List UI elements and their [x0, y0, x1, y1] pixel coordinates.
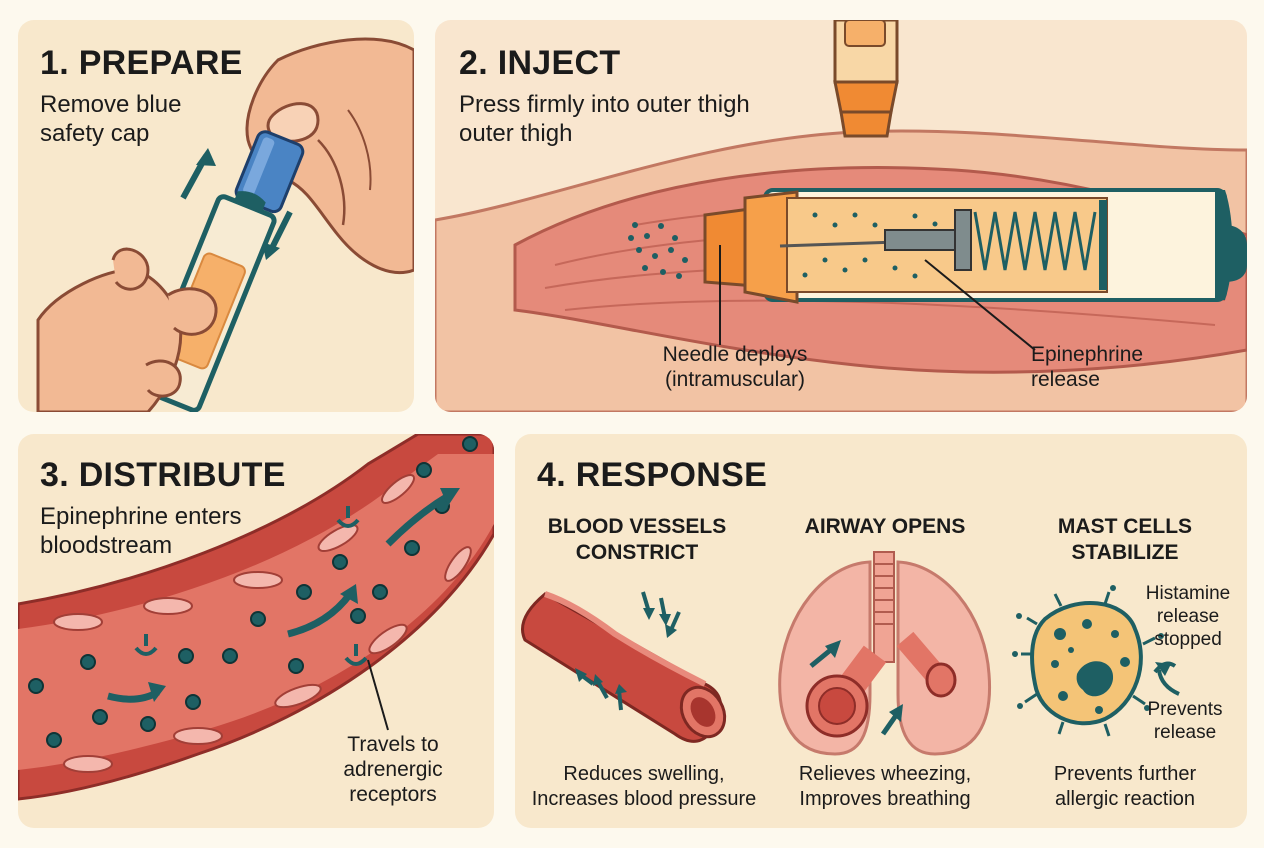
response-col2-title: AIRWAY OPENS	[804, 515, 966, 538]
epinephrine-droplets	[628, 222, 688, 279]
prepare-illustration	[36, 37, 414, 412]
inject-title: 2. INJECT	[459, 44, 621, 82]
receptor-icon	[134, 506, 368, 666]
mast-cell-icon	[1012, 585, 1164, 737]
panel-inject: 2. INJECT Press firmly into outer thigh …	[435, 20, 1247, 412]
distribute-subtitle: Epinephrine enters bloodstream	[40, 503, 242, 559]
constricting-vessel-icon	[521, 591, 727, 743]
panel-distribute: 3. DISTRIBUTE Epinephrine enters bloodst…	[18, 434, 494, 828]
response-title: 4. RESPONSE	[537, 456, 768, 494]
response-col3-caption: Prevents further allergic reaction	[1053, 763, 1197, 810]
adrenergic-receptors-label: Travels to adrenergic receptors	[343, 733, 443, 806]
arrow-down-icon	[267, 210, 293, 254]
inject-illustration	[435, 20, 1247, 412]
response-col2-caption: Relieves wheezing, Improves breathing	[798, 763, 972, 810]
inject-subtitle: Press firmly into outer thigh outer thig…	[459, 91, 750, 147]
prevents-release-label: Prevents release	[1147, 699, 1223, 743]
injector-cross-section	[703, 188, 1247, 304]
needle-deploys-label: Needle deploys (intramuscular)	[662, 343, 808, 391]
distribute-title: 3. DISTRIBUTE	[40, 456, 286, 494]
epinephrine-release-label: Epinephrine release	[1031, 343, 1144, 391]
response-col1-caption: Reduces swelling, Increases blood pressu…	[531, 763, 757, 810]
response-col1-title: BLOOD VESSELS CONSTRICT	[547, 515, 727, 564]
panel-prepare: 1. PREPARE Remove blue safety cap	[18, 20, 414, 412]
distribute-illustration	[18, 434, 494, 801]
response-illustration	[521, 551, 1180, 756]
lungs-airway-icon	[778, 551, 992, 756]
histamine-stopped-label: Histamine release stopped	[1145, 583, 1231, 650]
epinephrine-molecules	[28, 436, 478, 748]
response-col3-title: MAST CELLS STABILIZE	[1057, 515, 1193, 564]
panel-response: 4. RESPONSE BLOOD VESSELS CONSTRICT AIRW…	[515, 434, 1247, 828]
prepare-title: 1. PREPARE	[40, 44, 243, 82]
prepare-subtitle: Remove blue safety cap	[40, 91, 182, 147]
pen-top	[833, 20, 899, 138]
